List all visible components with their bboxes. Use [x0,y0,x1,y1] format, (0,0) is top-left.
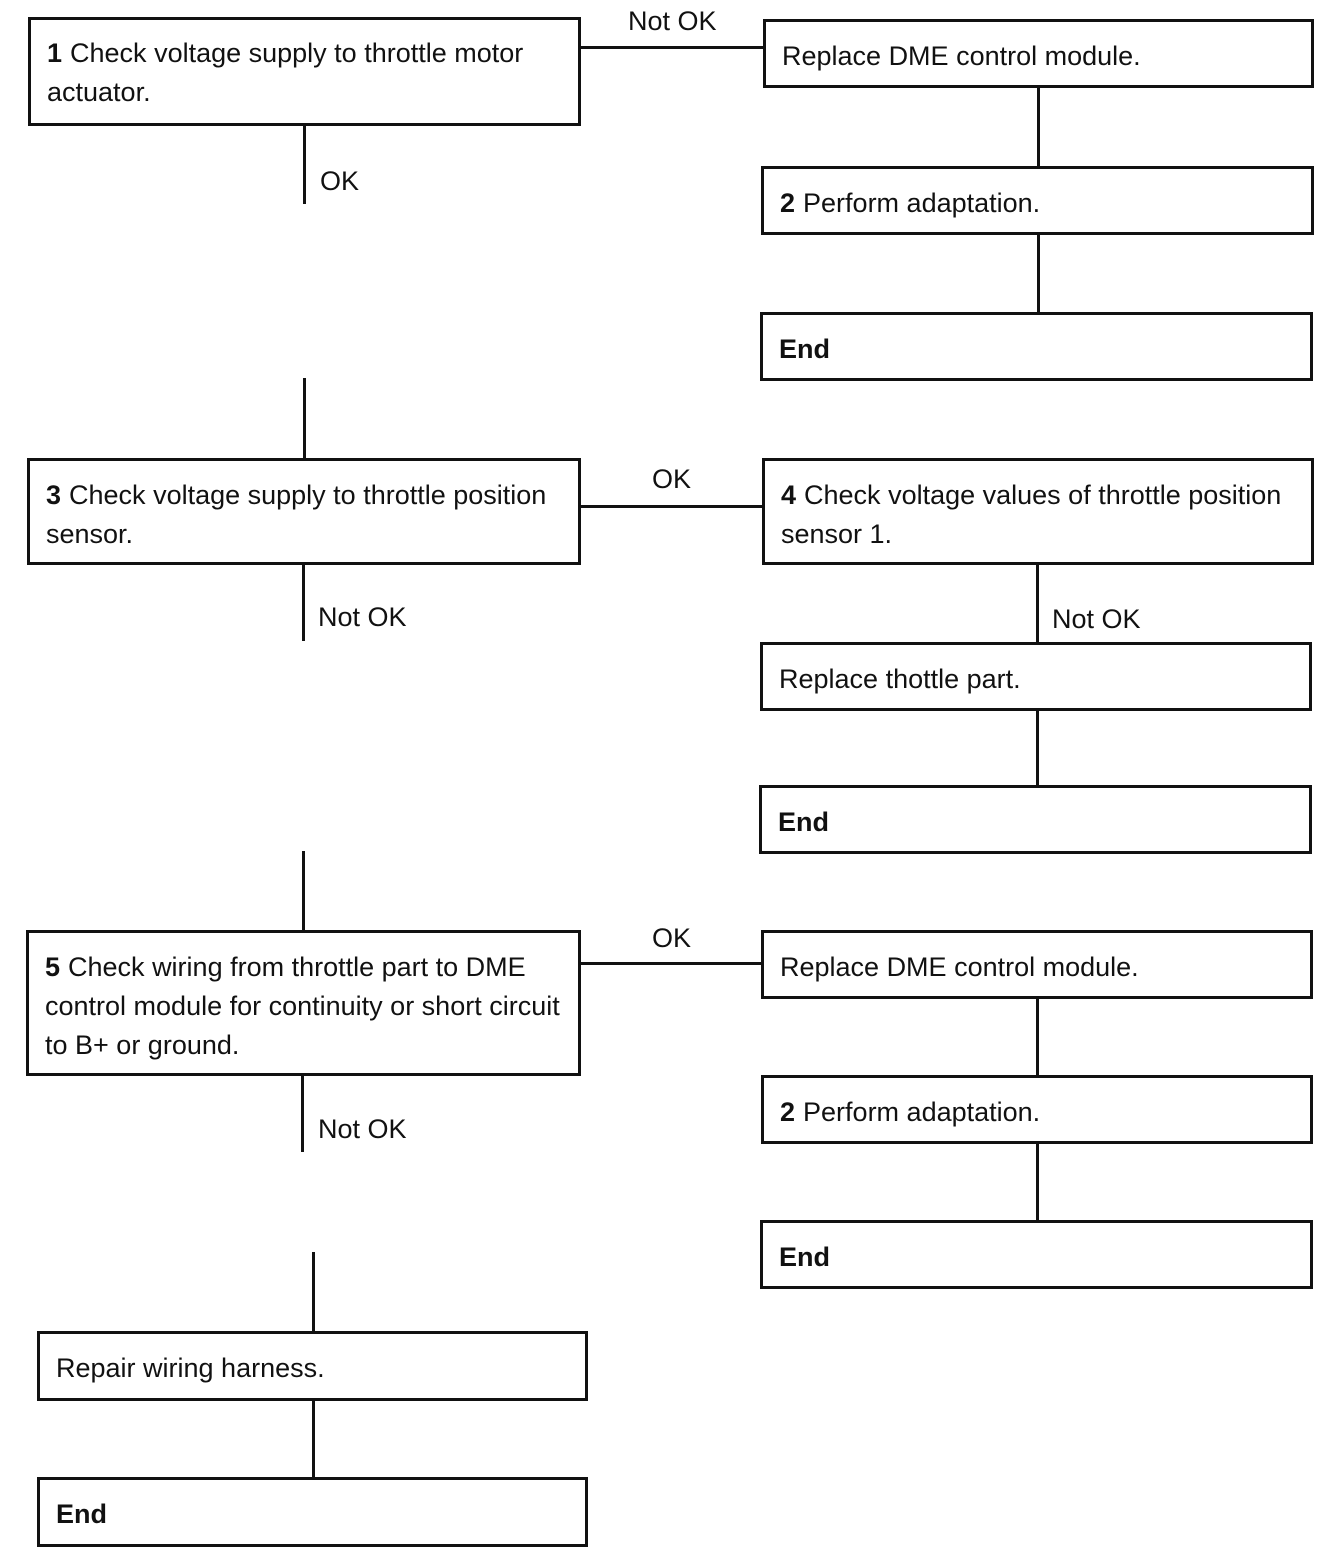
step4-not-ok-label: Not OK [1052,604,1141,634]
connector-to-step5 [302,851,305,930]
connector-step1-to-replace-dme [581,46,763,49]
step1-ok-label: OK [320,166,360,196]
end-box-3: End [760,1220,1313,1289]
end-text-3: End [779,1242,830,1272]
replace-dme-box-2: Replace DME control module. [761,930,1313,999]
step5-not-ok-label: Not OK [318,1114,407,1144]
repair-wiring-text: Repair wiring harness. [56,1353,325,1383]
connector-repair-to-end [312,1401,315,1478]
connector-adapt-to-end-1 [1037,235,1040,312]
replace-dme-text-1: Replace DME control module. [782,41,1141,71]
connector-replace-dme-to-adapt-1 [1037,88,1040,166]
step3-not-ok-label: Not OK [318,602,407,632]
end-text-4: End [56,1499,107,1529]
connector-step5-not-ok [301,1076,304,1152]
adaptation-text-1: Perform adaptation. [803,188,1041,218]
connector-step3-to-step4 [581,505,762,508]
connector-step3-not-ok [302,565,305,641]
step1-number: 1 [47,38,63,68]
step4-text: Check voltage values of throttle positio… [781,480,1282,549]
replace-dme-box-1: Replace DME control module. [763,19,1314,88]
end-box-4: End [37,1477,588,1547]
connector-step4-not-ok [1036,565,1039,643]
step5-number: 5 [45,952,61,982]
replace-dme-text-2: Replace DME control module. [780,952,1139,982]
step3-number: 3 [46,480,62,510]
end-text-1: End [779,334,830,364]
connector-adapt-to-end-2 [1036,1144,1039,1221]
connector-step5-to-replace-dme [581,962,761,965]
end-text-2: End [778,807,829,837]
replace-throttle-box: Replace thottle part. [760,642,1312,711]
connector-replace-throttle-to-end [1036,711,1039,786]
adaptation-number-2: 2 [780,1097,796,1127]
connector-replace-dme-to-adapt-2 [1036,999,1039,1076]
repair-wiring-box: Repair wiring harness. [37,1331,588,1401]
end-box-1: End [760,312,1313,381]
connector-step1-ok [303,126,306,204]
replace-throttle-text: Replace thottle part. [779,664,1021,694]
end-box-2: End [759,785,1312,854]
step1-not-ok-label: Not OK [628,6,717,36]
step3-ok-label: OK [652,464,692,494]
step1-text: Check voltage supply to throttle motor a… [47,38,524,107]
connector-to-repair-wiring [312,1252,315,1332]
adaptation-number-1: 2 [780,188,796,218]
step4-number: 4 [781,480,797,510]
step5-ok-label: OK [652,923,692,953]
step3-text: Check voltage supply to throttle positio… [46,480,547,549]
connector-to-step3 [303,378,306,458]
adaptation-text-2: Perform adaptation. [803,1097,1041,1127]
step5-text: Check wiring from throttle part to DME c… [45,952,560,1060]
